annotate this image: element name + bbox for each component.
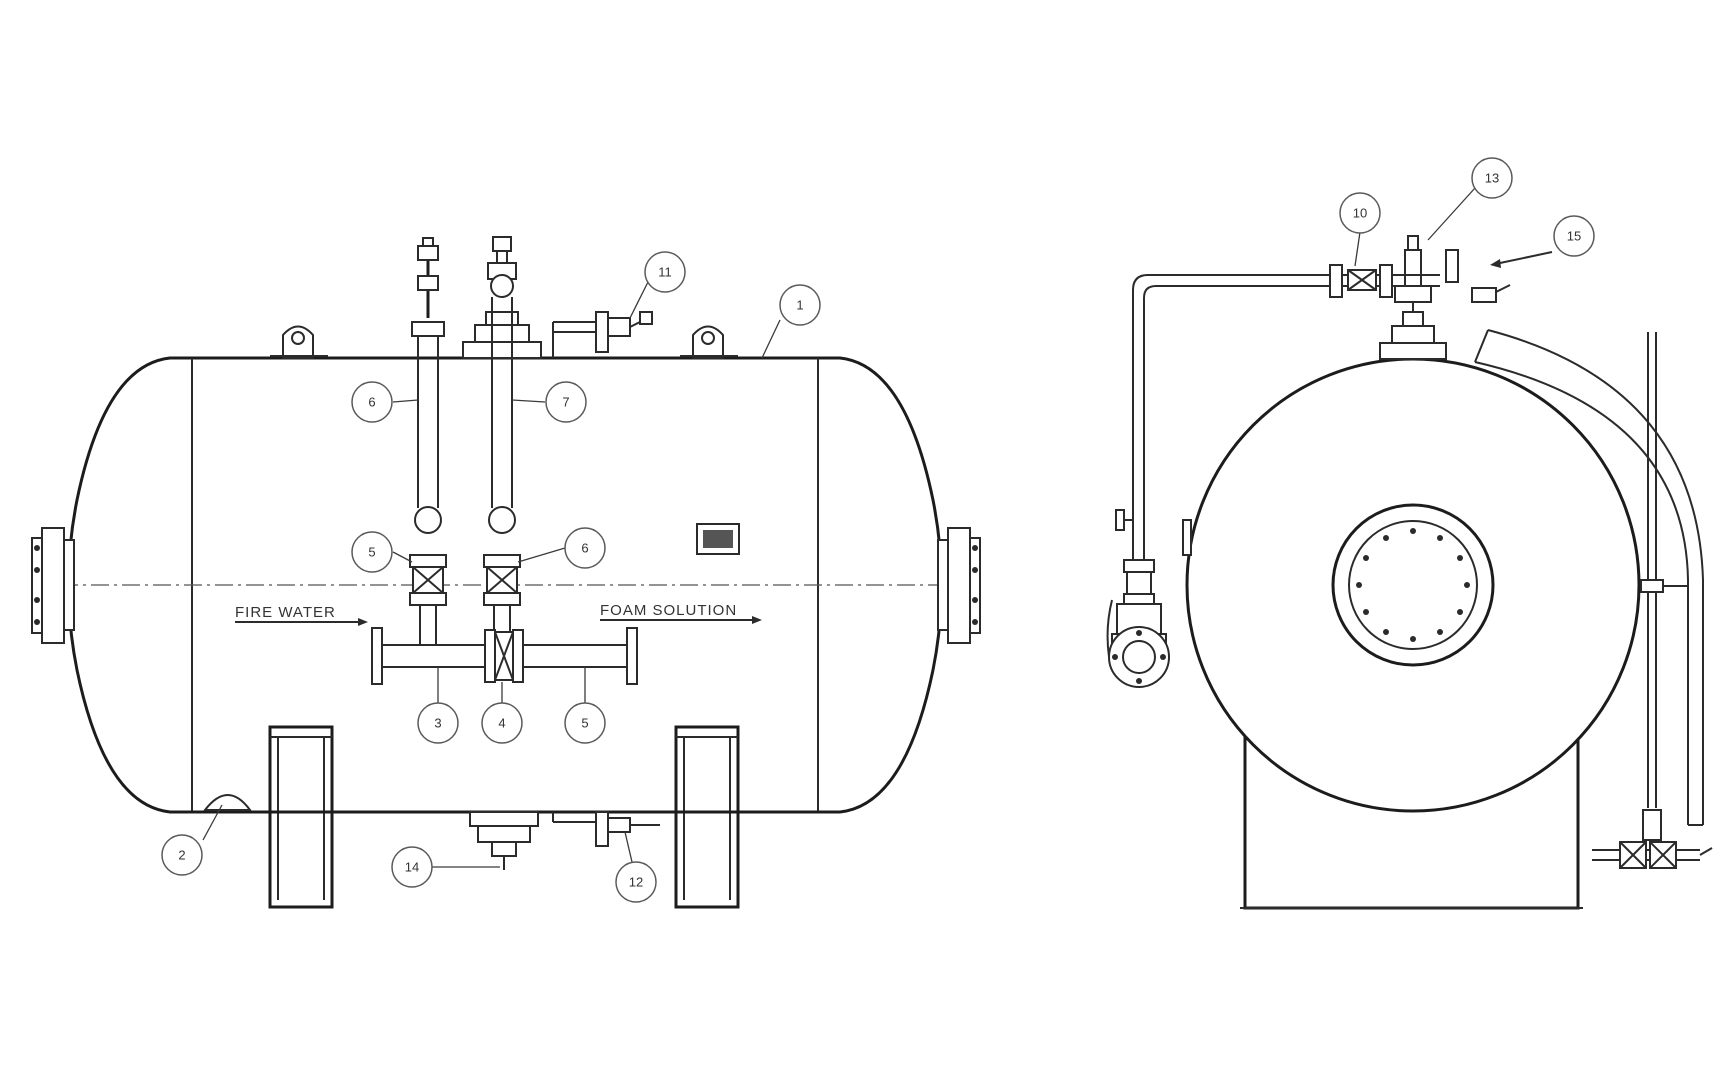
lifting-lug-right [680, 325, 738, 359]
end-view-top-nozzle [1329, 235, 1511, 360]
svg-text:4: 4 [498, 716, 505, 731]
bottom-flange-14 [469, 811, 539, 870]
svg-text:14: 14 [405, 860, 419, 875]
svg-text:5: 5 [368, 545, 375, 560]
callout-12: 12 [615, 861, 657, 903]
right-end-flange [937, 527, 981, 644]
top-valve-11 [552, 311, 653, 358]
callout-3: 3 [417, 702, 459, 744]
svg-text:7: 7 [562, 395, 569, 410]
callout-6-top: 6 [351, 381, 393, 423]
vertical-pipe-6 [409, 237, 447, 645]
top-manway [462, 311, 542, 359]
svg-text:5: 5 [581, 716, 588, 731]
svg-text:10: 10 [1353, 206, 1367, 221]
nameplate [696, 523, 740, 555]
callout-5-lower: 5 [564, 702, 606, 744]
left-end-flange [31, 527, 75, 644]
side-view: FIRE WATER FOAM SOLUTION 1 2 6 7 5 6 3 [31, 236, 981, 909]
lifting-lug-left [270, 325, 328, 359]
foam-manifold [371, 627, 638, 685]
callout-1: 1 [779, 284, 821, 326]
svg-text:1: 1 [796, 298, 803, 313]
fire-water-label: FIRE WATER [235, 604, 336, 621]
svg-text:6: 6 [368, 395, 375, 410]
svg-text:11: 11 [658, 265, 672, 280]
callout-15: 15 [1553, 215, 1595, 257]
end-view-manway [1331, 503, 1495, 667]
callout-7: 7 [545, 381, 587, 423]
bottom-valve-12 [552, 811, 660, 847]
end-view: 10 13 15 [1106, 157, 1713, 910]
callout-6-lower: 6 [564, 527, 606, 569]
callout-10: 10 [1339, 192, 1381, 234]
end-view-curved-pipe [1474, 329, 1704, 826]
svg-text:13: 13 [1485, 171, 1499, 186]
callout-13: 13 [1471, 157, 1513, 199]
svg-text:2: 2 [178, 848, 185, 863]
callout-14: 14 [391, 846, 433, 888]
saddle-support-left [268, 725, 334, 909]
saddle-support-right [674, 725, 740, 909]
svg-text:6: 6 [581, 541, 588, 556]
callout-11: 11 [644, 251, 686, 293]
bottom-drain-dome [202, 794, 252, 811]
callout-5-upper: 5 [351, 531, 393, 573]
foam-solution-label: FOAM SOLUTION [600, 602, 737, 619]
callout-4: 4 [481, 702, 523, 744]
svg-text:12: 12 [629, 875, 643, 890]
svg-text:15: 15 [1567, 229, 1581, 244]
svg-text:3: 3 [434, 716, 441, 731]
end-view-left-pipe [1106, 274, 1330, 688]
end-view-bottom-valve [1592, 809, 1713, 869]
callout-2: 2 [161, 834, 203, 876]
vertical-pipe-7 [483, 236, 521, 632]
